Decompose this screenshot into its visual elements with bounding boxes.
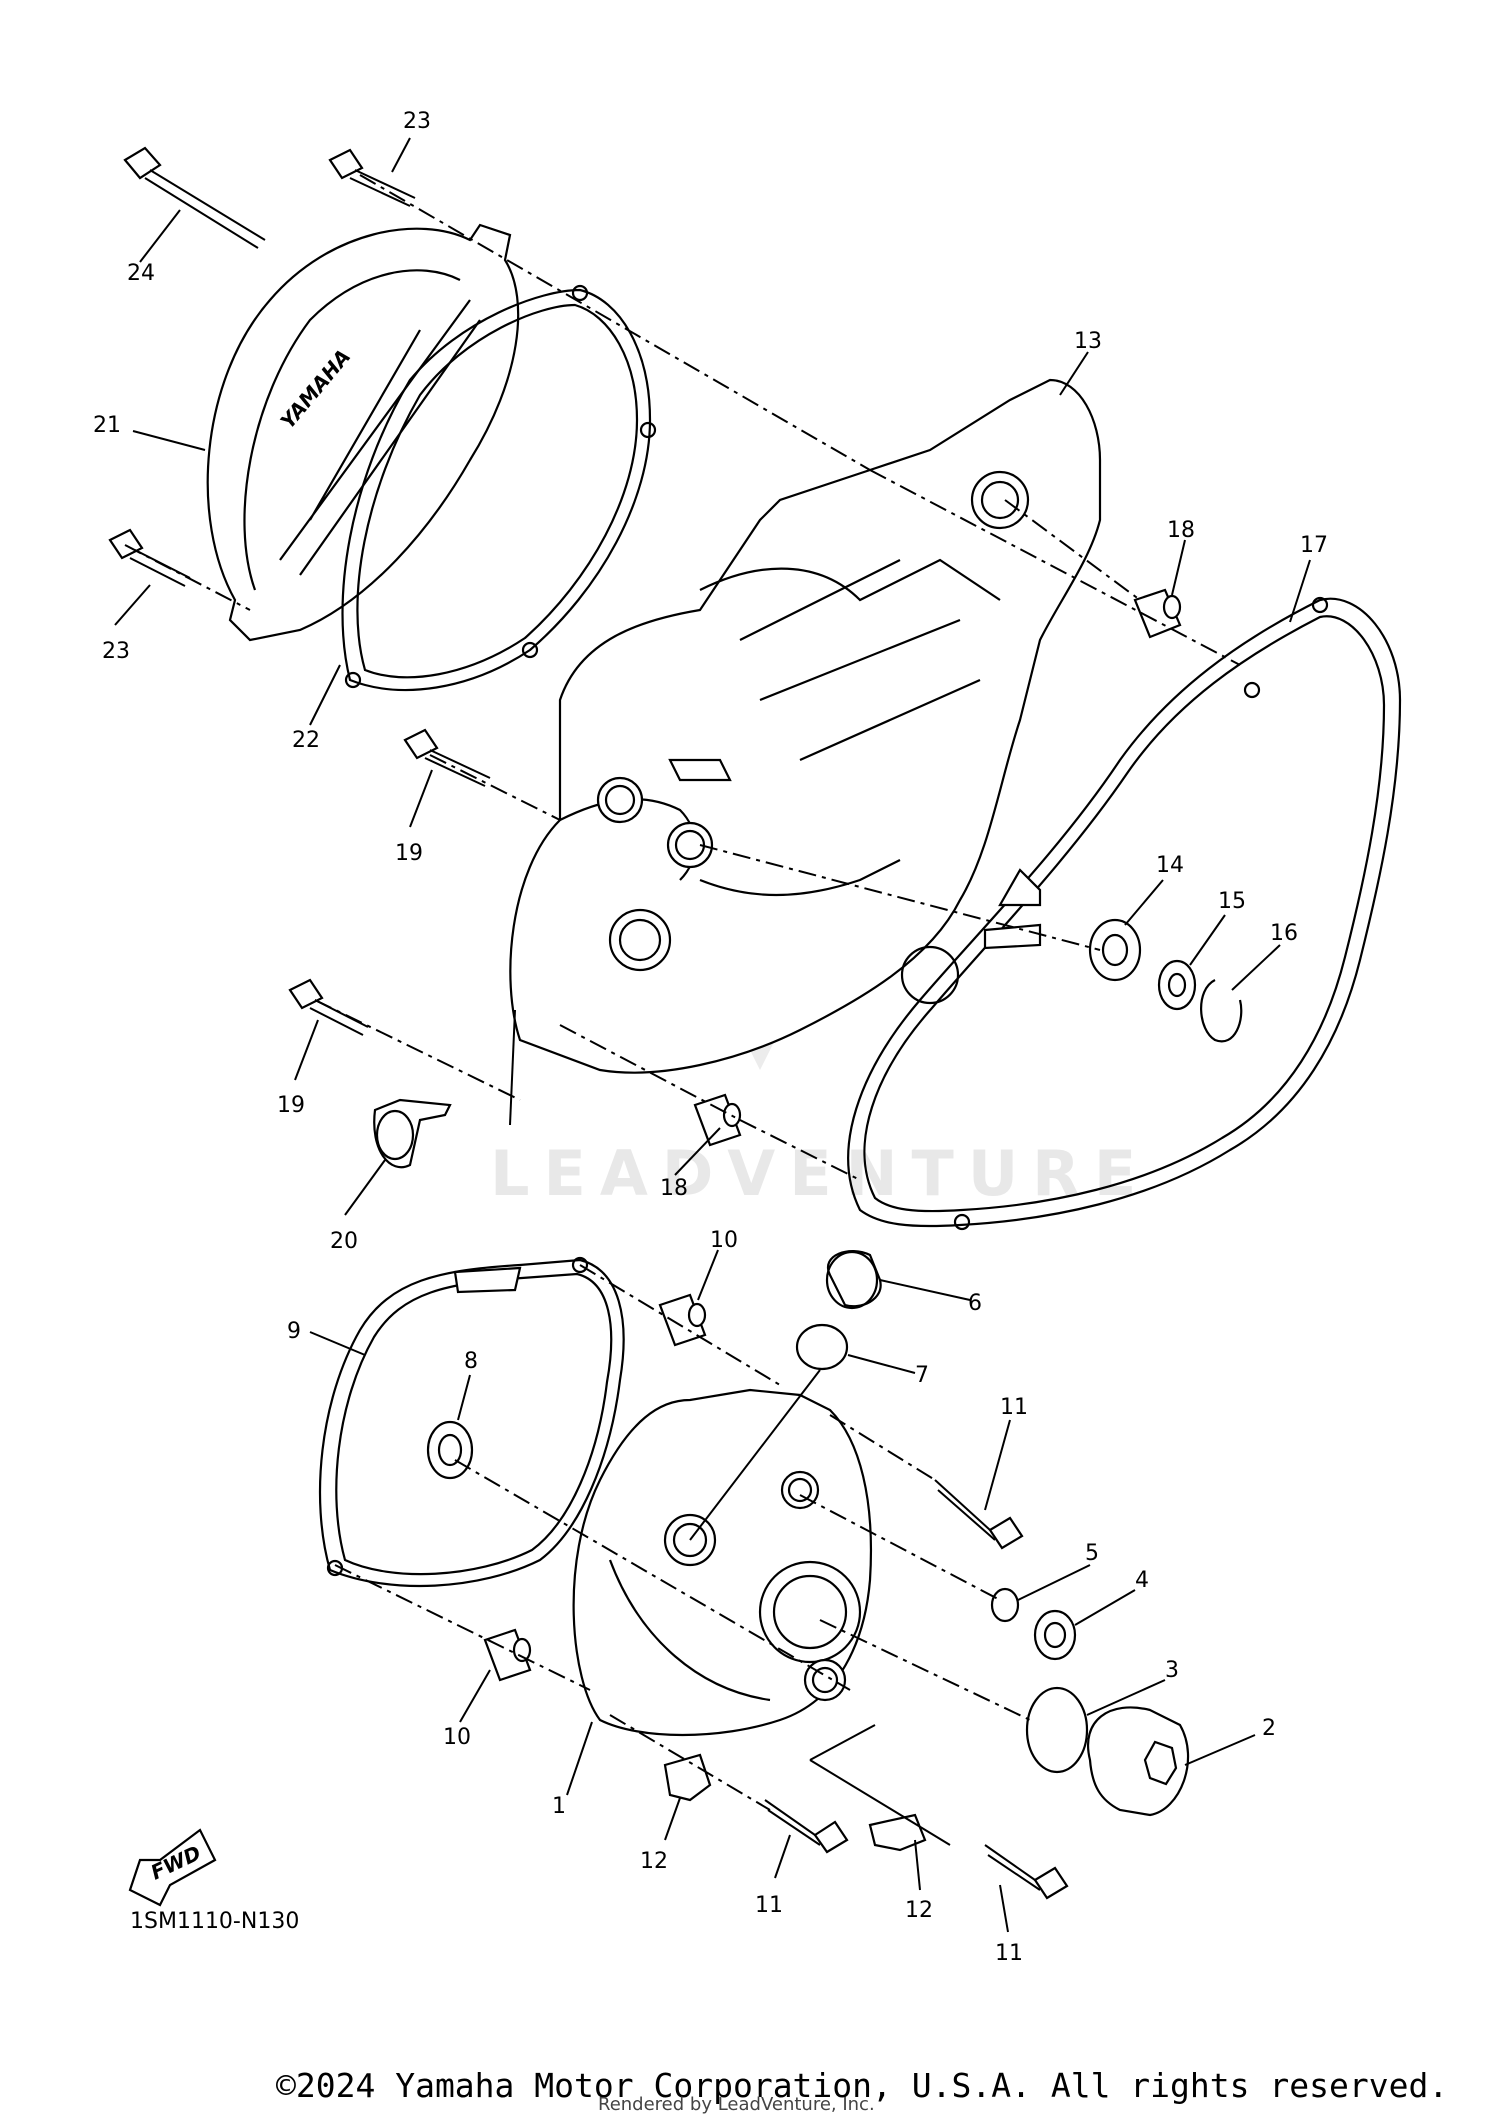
callout-2: 2 [1262,1716,1276,1741]
callout-16: 16 [1270,921,1298,946]
clutch-cover-outer: YAMAHA [206,223,520,642]
callout-1: 1 [552,1794,566,1819]
callout-23-left: 23 [102,639,130,664]
washer-15 [1157,959,1197,1011]
copyright-text: ©2024 Yamaha Motor Corporation, U.S.A. A… [276,2066,1448,2105]
bolt-19-upper [403,728,491,787]
plug-2 [1087,1706,1190,1817]
callout-22: 22 [292,728,320,753]
o-ring-7 [795,1323,849,1371]
fwd-arrow: FWD [128,1828,217,1907]
crankcase-gasket [847,596,1402,1231]
clip-12-right [868,1813,927,1852]
o-ring-5 [990,1587,1020,1623]
plug-4 [1033,1609,1077,1661]
bolt-23-left [108,528,191,587]
crankcase-cover [509,378,1102,1074]
circlip-16 [1200,979,1243,1043]
callout-8: 8 [464,1349,478,1374]
callout-14: 14 [1156,853,1184,878]
watermark-text: LEADVENTURE [490,1137,1150,1210]
bolt-24 [123,146,266,249]
callout-3: 3 [1165,1658,1179,1683]
callout-21: 21 [93,413,121,438]
callout-20: 20 [330,1229,358,1254]
leader-lines [114,137,1311,1933]
callout-7: 7 [915,1363,929,1388]
callout-12-left: 12 [640,1849,668,1874]
oil-seal-8 [426,1420,474,1480]
clutch-cover-1 [572,1388,873,1737]
callout-12-right: 12 [905,1898,933,1923]
clutch-cover-gasket [341,284,657,692]
bolt-11-right [934,1479,1024,1550]
bolt-23-top [328,148,416,207]
callout-19-lower: 19 [277,1093,305,1118]
oil-seal-14 [1088,918,1142,982]
o-ring-3 [1025,1686,1089,1774]
dowel-18-bottom [693,1093,742,1147]
clip-12-left [663,1753,712,1802]
dowel-10-top [658,1293,707,1347]
callout-18-bottom: 18 [660,1176,688,1201]
rendered-by-text: Rendered by LeadVenture, Inc. [598,2094,875,2115]
dowel-18-top [1133,588,1182,639]
callout-9: 9 [287,1319,301,1344]
diagram-code: 1SM1110-N130 [130,1909,299,1934]
dowel-10-bottom [483,1628,532,1682]
callout-24: 24 [127,261,155,286]
callout-18-top: 18 [1167,518,1195,543]
callout-19-upper: 19 [395,841,423,866]
callout-labels: 23 24 21 23 22 13 18 17 19 14 15 16 19 2… [93,109,1328,1966]
callout-10-top: 10 [710,1228,738,1253]
callout-5: 5 [1085,1541,1099,1566]
callout-15: 15 [1218,889,1246,914]
callout-4: 4 [1135,1568,1149,1593]
callout-23-top: 23 [403,109,431,134]
callout-13: 13 [1074,329,1102,354]
bolt-11-bottom [984,1844,1069,1900]
callout-11-mid: 11 [755,1893,783,1918]
oil-filler-cap-6 [825,1250,882,1310]
clutch-gasket-9 [318,1256,625,1588]
callout-11-right: 11 [1000,1395,1028,1420]
callout-11-bottom: 11 [995,1941,1023,1966]
callout-6: 6 [968,1291,982,1316]
clamp-20 [373,1098,452,1169]
callout-10-bottom: 10 [443,1725,471,1750]
callout-17: 17 [1300,533,1328,558]
bolt-11-mid [764,1799,849,1854]
